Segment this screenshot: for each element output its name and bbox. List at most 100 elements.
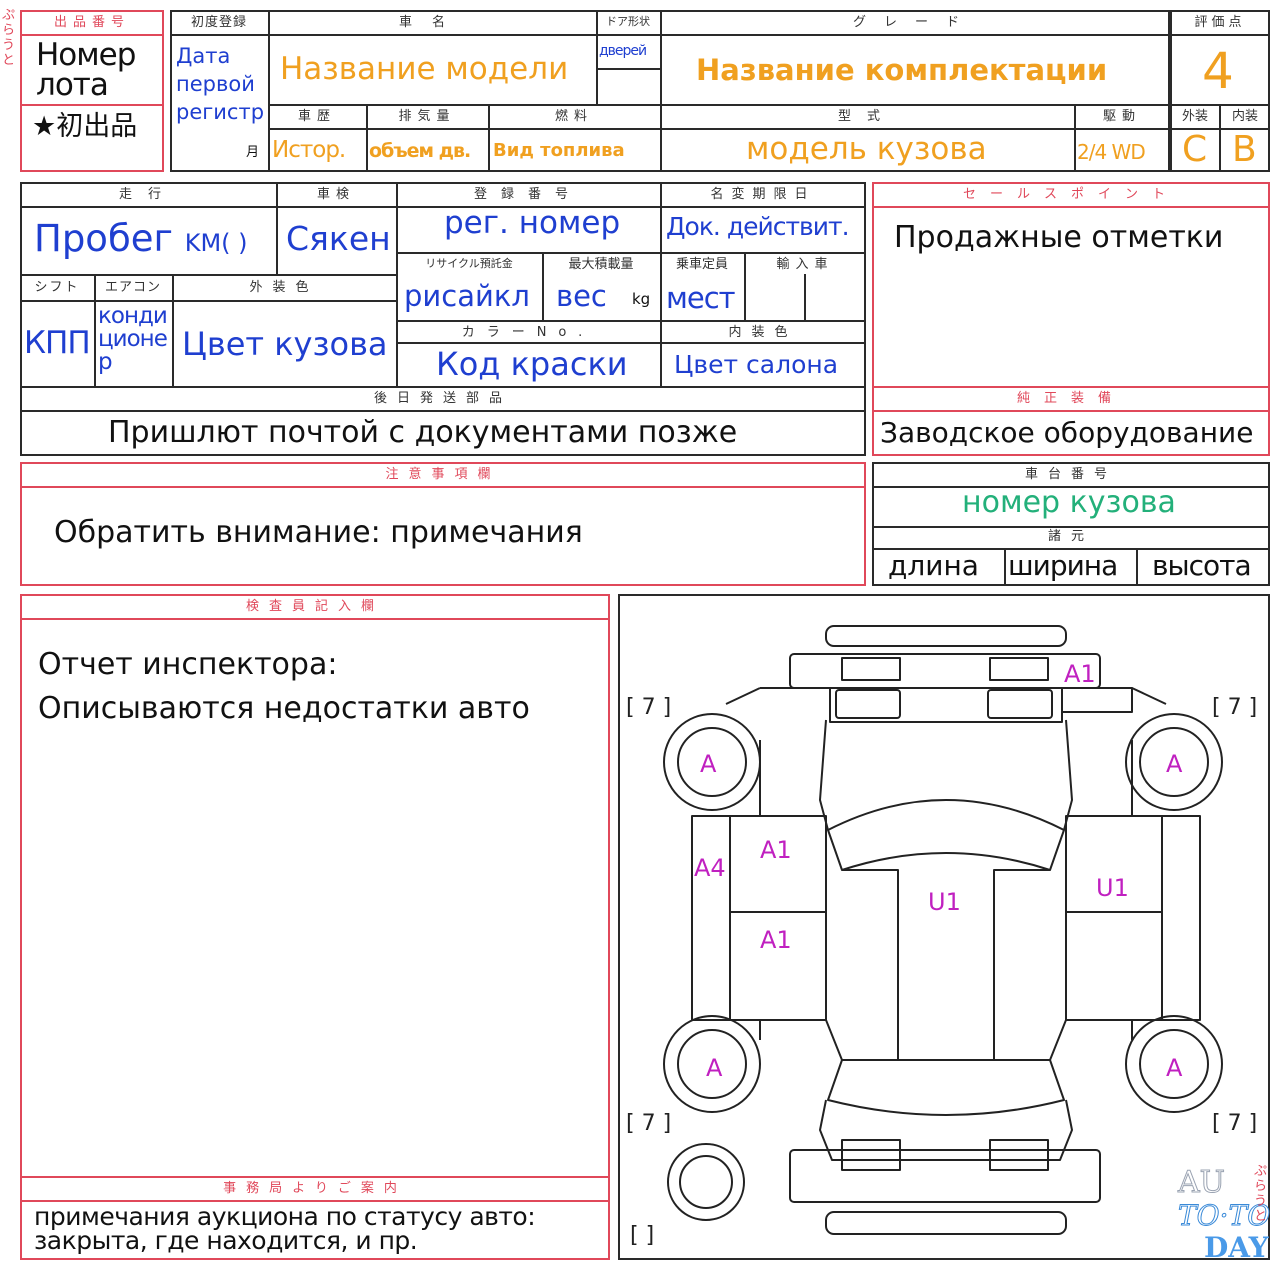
int-color-value: Цвет салона [674,350,839,379]
interior-grade-header: 内装 [1231,109,1258,124]
dim-height: высота [1152,549,1252,582]
car-diagram: A1 A A A4 A1 A1 U1 U1 A A [ 7 ] [ 7 ] [ … [626,625,1257,1248]
registration-month: 月 [246,145,260,160]
ext-color-value: Цвет кузова [182,325,388,363]
score-header: 評価点 [1194,15,1246,30]
mark-left-door-front: A1 [760,836,792,864]
fuel-header: 燃料 [554,109,593,124]
later-parts-value: Пришлют почтой с документами позже [108,415,738,450]
mileage-value: Пробег KM( ) [34,220,248,257]
body-type-header: 型式 [837,109,896,124]
mark-roof: U1 [928,888,961,916]
shift-value: КПП [24,325,91,361]
reg-number-value: рег. номер [444,205,621,241]
inspector-box [20,594,610,1260]
aircon-header: エアコン [104,280,161,295]
color-no-header: カラーNo. [461,325,595,340]
tire-bracket-rear-right: [ 7 ] [1212,1111,1257,1136]
grade-header: グレード [852,15,977,30]
later-parts-header: 後日発送部品 [373,391,512,406]
genuine-value: Заводское оборудование [880,416,1254,449]
rear-bumper-bar [825,1211,1067,1235]
score-value: 4 [1202,42,1234,100]
max-load-header: 最大積載量 [568,257,634,272]
dimensions-header: 諸元 [1047,529,1094,544]
lot-header: 出品番号 [53,15,130,30]
tire-bracket-rear-left: [ 7 ] [626,1111,671,1136]
registration-header: 初度登録 [190,15,247,30]
seats-value: мест [666,281,736,315]
dim-width: ширина [1008,549,1118,582]
spare-wheel [667,1143,745,1221]
drive-header: 駆動 [1102,109,1141,124]
color-no-value: Код краски [436,345,628,383]
chassis-value: номер кузова [962,485,1176,520]
max-load-unit: kg [632,290,651,308]
genuine-header: 純正装備 [1016,391,1125,406]
first-listing: ★初出品 [32,111,138,142]
recycle-value: рисайкл [404,279,530,313]
recycle-header: リサイクル預託金 [425,257,513,270]
mileage-header: 走行 [118,187,177,202]
watermark-day: DAY [1204,1231,1269,1264]
front-bumper [789,653,1101,689]
seats-header: 乗車定員 [675,257,728,272]
notes-box [20,462,866,586]
import-header: 輸入車 [776,257,834,272]
mark-right-panel: U1 [1096,874,1129,902]
office-header: 事務局よりご案内 [223,1181,407,1196]
doors-header: ドア形状 [606,15,650,28]
doors-value: дверей [599,43,647,59]
sales-points-header: セールスポイント [962,187,1179,202]
mark-front-left-wheel: A [700,750,717,778]
notes-value: Обратить внимание: примечания [54,515,583,550]
office-line1: примечания аукциона по статусу авто: [34,1202,536,1231]
mileage-text: Пробег [34,217,173,260]
history-header: 車歴 [297,109,336,124]
displacement-header: 排気量 [398,109,456,124]
damage-diagram-box [618,594,1270,1260]
first-registration: Дата первой регистр [176,44,265,124]
model-header: 車名 [398,15,465,30]
lot-box [20,10,164,172]
dim-length: длина [888,549,979,582]
tire-bracket-front-right: [ 7 ] [1212,695,1257,720]
mark-rear-left-wheel: A [706,1054,723,1082]
rear-bumper [789,1149,1101,1203]
mileage-unit: KM( ) [184,229,248,257]
int-color-header: 内装色 [728,325,798,340]
doc-validity-header: 名変期限日 [710,187,816,202]
exterior-grade: C [1182,129,1208,170]
reg-number-header: 登録番号 [473,187,582,202]
tire-bracket-front-left: [ 7 ] [626,695,671,720]
mark-front-bumper: A1 [1064,660,1096,688]
side-label: ぷらうと [2,8,16,68]
shaken-value: Сякен [286,219,391,258]
exterior-grade-header: 外装 [1181,109,1208,124]
shaken-header: 車検 [316,187,355,202]
model-name: Название модели [280,51,569,87]
front-bumper-bar [825,625,1067,647]
drive-value: 2/4 WD [1077,140,1146,164]
inspector-line1: Отчет инспектора: [38,647,338,682]
sales-points-box [872,182,1270,456]
watermark-toto: TO·TO [1177,1199,1271,1232]
fuel-value: Вид топлива [493,140,625,161]
inspector-header: 検査員記入欄 [245,599,384,614]
vehicle-header-box [170,10,1170,172]
tire-bracket-spare: [ ] [630,1223,654,1248]
chassis-header: 車台番号 [1024,467,1117,482]
interior-grade: B [1232,129,1257,170]
watermark-side: ぷらうと [1254,1164,1268,1224]
doc-validity-value: Док. действит. [666,212,850,241]
aircon-value: кондиционер [98,305,168,375]
mark-front-right-wheel: A [1166,750,1183,778]
inspector-line2: Описываются недостатки авто [38,691,530,726]
grade-name: Название комплектации [696,53,1108,87]
front-right-wheel [1125,713,1223,811]
rear-right-wheel [1125,1015,1223,1113]
history-value: Истор. [272,137,346,163]
sales-points-value: Продажные отметки [894,220,1224,255]
body-type-value: модель кузова [746,131,987,167]
mark-rear-right-wheel: A [1166,1054,1183,1082]
